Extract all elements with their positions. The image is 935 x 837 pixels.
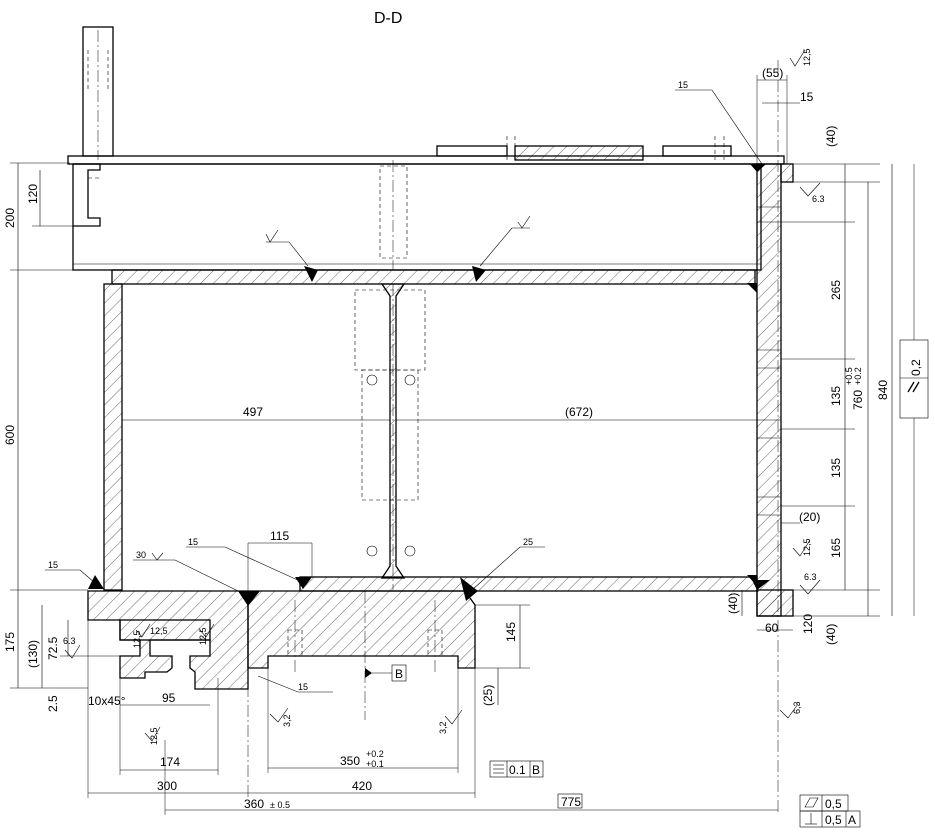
rough-3-2-b: 3,2 [438,721,448,734]
top-plate [67,155,785,165]
symmetry-datum: B [532,763,540,777]
dim-300: 300 [157,779,177,793]
datum-b-label: B [395,667,403,681]
dim-760: 760 [851,390,865,410]
bottom-plate [299,576,758,592]
dim-40-mid: (40) [726,593,740,614]
rough-12-5-top: 12,5 [802,48,812,66]
dim-40-top: (40) [824,126,838,147]
surface-symbols: 12,5 15 6.3 15 30 15 25 12,5 6.3 6 [45,48,825,745]
dim-135-a: 135 [829,386,843,406]
perpendicularity-frame [799,810,861,828]
top-pad-hatched [514,145,644,161]
dim-775: 775 [561,795,581,809]
parallelism-value: 0,2 [909,359,923,376]
rough-12-5-slot-b: 12,5 [150,626,168,636]
dim-25: (25) [481,685,495,706]
dim-174: 174 [160,755,180,769]
dim-145: 145 [504,622,518,642]
perpendicularity-datum: A [848,813,856,827]
center-base-block [247,590,476,669]
dim-2-5: 2.5 [46,695,60,712]
dim-20: (20) [799,510,820,524]
dim-600: 600 [3,425,17,445]
dim-760-tol-upper: +0.5 [844,367,854,385]
channel-profile [73,163,101,227]
top-pad-right [662,145,732,157]
dim-55: (55) [762,66,783,80]
upper-box [72,163,762,271]
right-end-plate [756,163,782,617]
rough-3-2-a: 3,2 [282,714,292,727]
dim-760-tol-lower: +0.2 [853,367,863,385]
perpendicularity-value: 0,5 [825,813,842,827]
dimension-text: (55) 15 (40) 200 120 265 135 135 165 760… [3,66,890,811]
dim-840: 840 [876,380,890,400]
dim-15-top: 15 [800,90,814,104]
dim-360-tol: ± 0.5 [270,800,290,810]
weld-30: 30 [136,550,146,560]
dim-95: 95 [162,691,176,705]
dim-10x45: 10x45° [88,694,126,708]
dim-200: 200 [3,208,17,228]
dim-165: 165 [829,538,843,558]
weld-15-center: 15 [188,537,198,547]
parallelism-frame [899,339,929,419]
weld-25: 25 [523,537,533,547]
dim-60: 60 [765,621,779,635]
section-title: D-D [374,10,402,27]
dim-420: 420 [352,779,372,793]
symmetry-value: 0.1 [509,763,526,777]
rough-12-5-slot-a: 12,5 [132,630,142,648]
dim-175: 175 [3,632,17,652]
symmetry-frame [489,760,544,778]
gdt-frames: 0,2 0.1 B B 0,5 0,5 A [365,164,929,828]
dim-135-b: 135 [829,458,843,478]
rough-6-3-a: 6.3 [812,194,825,204]
dim-350-tol-lower: +0.1 [366,759,384,769]
rough-12-5-right: 12,5 [802,538,812,556]
left-web [103,283,123,591]
dim-120-right: 120 [801,614,815,634]
rough-6-3-d: 6,3 [792,701,802,714]
weld-15-left: 15 [48,560,58,570]
weld-15-top: 15 [678,80,688,90]
rough-6-3-b: 6.3 [804,572,817,582]
dim-72-5: 72.5 [46,636,60,660]
dim-115: 115 [270,529,289,543]
right-end-cap [756,589,794,617]
dim-350-tol-upper: +0.2 [366,749,384,759]
rough-6-3-c: 6.3 [63,636,76,646]
rough-12-5-bottom: 12,5 [149,727,159,745]
dim-497: 497 [243,405,263,419]
middle-plate [111,269,756,285]
top-pad-left [436,145,508,157]
dim-350: 350 [340,754,360,768]
flatness-value: 0,5 [825,797,842,811]
dim-40-bottom: (40) [824,624,838,645]
dimension-lines [10,75,893,815]
structure [67,26,794,720]
datum-b-frame [391,664,407,682]
dim-360: 360 [244,797,264,811]
rough-12-5-slot-c: 12,5 [198,627,208,645]
dim-265: 265 [829,280,843,300]
dim-120-channel: 120 [26,184,40,204]
weld-15-bottom: 15 [298,682,308,692]
dim-672: (672) [565,405,593,419]
dim-130: (130) [26,640,40,668]
